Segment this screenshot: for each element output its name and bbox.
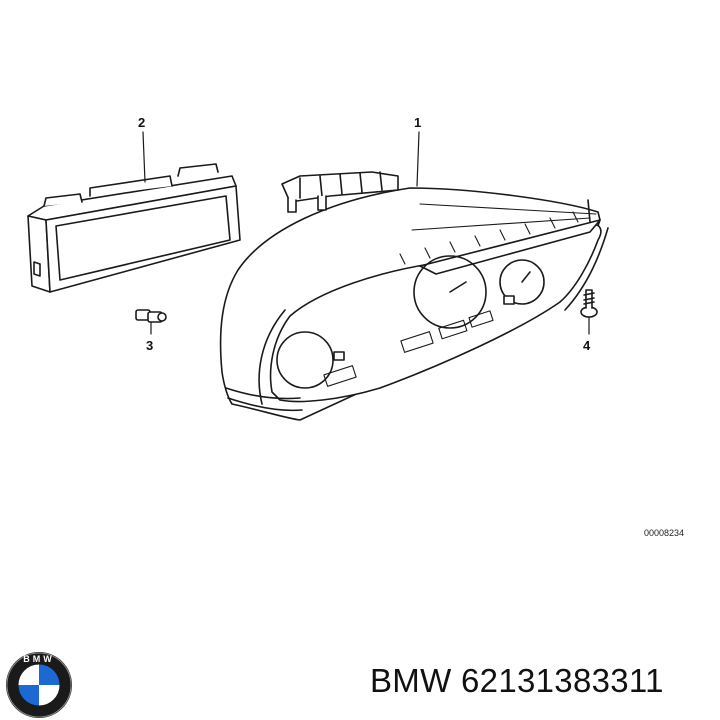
cluster-display-windows (323, 310, 494, 387)
diagram-code: 00008234 (644, 528, 685, 538)
leader-1 (416, 131, 420, 187)
cluster-bottom-band (225, 387, 303, 412)
lamp-socket-left (333, 351, 345, 361)
cluster-top-ribs (399, 203, 597, 265)
part-number: 62131383311 (461, 662, 664, 699)
callout-4: 4 (583, 338, 591, 353)
cluster-front-lip (258, 227, 609, 405)
gauge-center-needle (449, 281, 467, 293)
cluster-top-connector (281, 171, 399, 213)
bmw-logo-icon: BMW (6, 652, 72, 718)
gauge-right (499, 259, 545, 305)
gauge-center (413, 255, 487, 329)
cluster-top-plate (419, 219, 601, 275)
screw-part-4 (580, 289, 598, 318)
callout-2: 2 (138, 115, 146, 130)
callout-1: 1 (414, 115, 422, 130)
cluster-side-mount (587, 199, 591, 223)
display-module-clip (33, 261, 41, 277)
gauge-right-needle (521, 271, 531, 283)
gauge-left (276, 331, 334, 389)
display-module-screen (55, 195, 231, 281)
leader-2 (142, 131, 146, 183)
leader-lines (142, 131, 590, 335)
cluster-front-opening (269, 224, 602, 403)
display-module-tabs (43, 163, 219, 207)
bulb-holder-part-3 (135, 309, 167, 323)
instrument-cluster-part-1 (219, 171, 609, 421)
brand-name: BMW (370, 662, 452, 699)
svg-text:BMW: BMW (23, 654, 55, 664)
lamp-socket-right (503, 295, 515, 305)
part-title: BMW 62131383311 (370, 662, 664, 700)
callout-3: 3 (146, 338, 154, 353)
display-module-part-2 (27, 163, 241, 293)
